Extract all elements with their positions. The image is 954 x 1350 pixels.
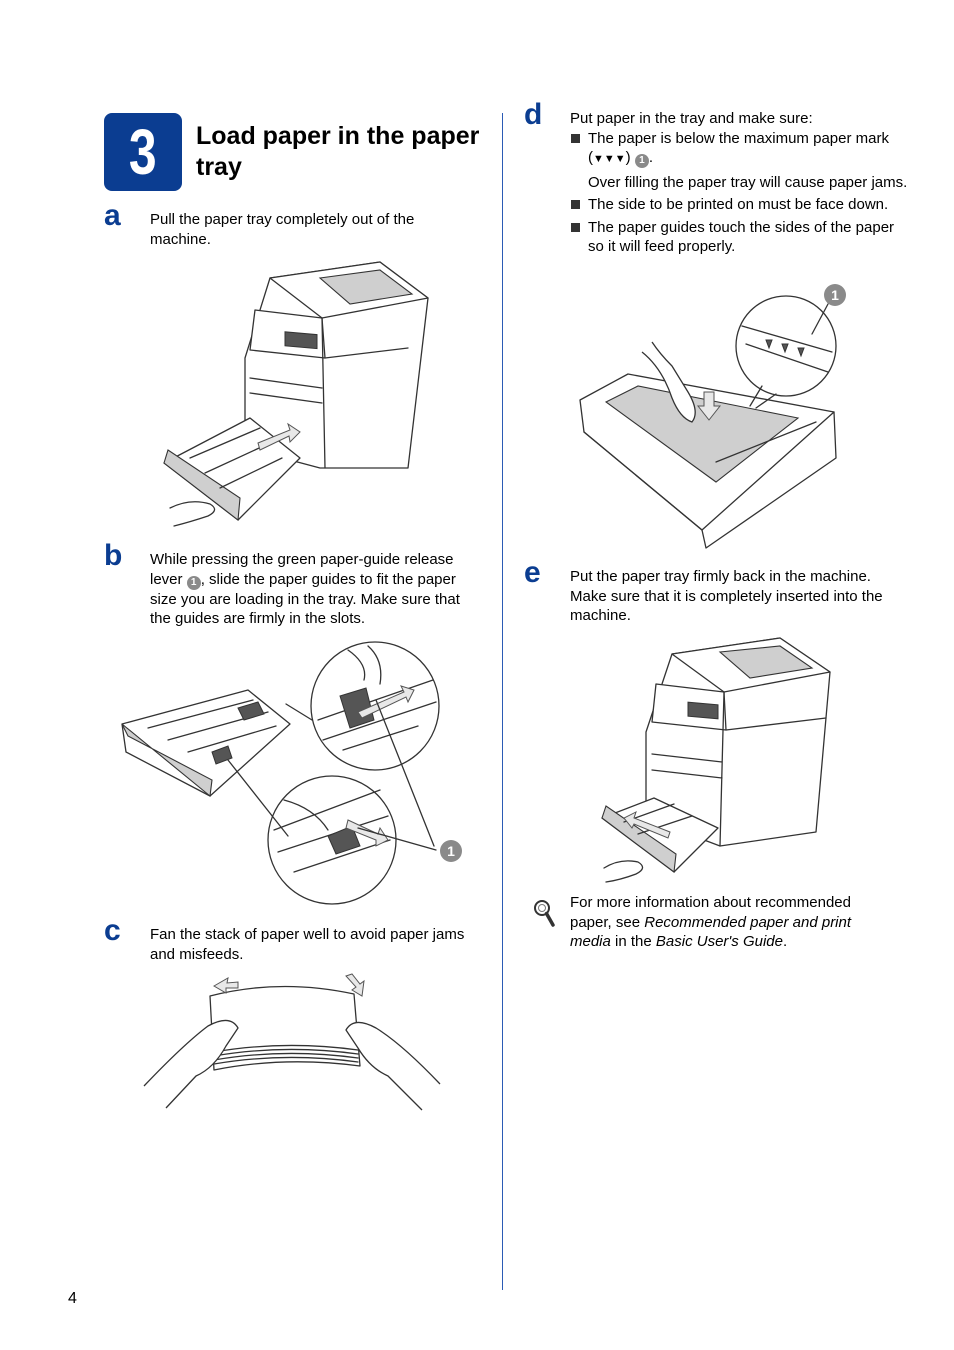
bullet1-note: Over filling the paper tray will cause p… — [588, 173, 908, 191]
substep-d-block: Put paper in the tray and make sure: The… — [570, 109, 910, 260]
note-text-part2: in the — [610, 933, 656, 950]
bullet-face-down: The side to be printed on must be face d… — [570, 195, 910, 215]
page-number: 4 — [68, 1290, 77, 1307]
substep-letter-a: a — [104, 199, 121, 232]
substep-a-text: Pull the paper tray completely out of th… — [150, 211, 415, 248]
magnifier-icon — [534, 900, 555, 927]
note-link-recommended-paper: Recommended paper and print media — [570, 913, 852, 951]
note-text-part3: . — [782, 933, 788, 950]
printer-tray-in-illustration — [601, 637, 831, 883]
note-text-part1: For more information about recommended p… — [570, 894, 851, 931]
note-link-basic-users-guide: Basic User's Guide — [655, 933, 783, 950]
substep-b-text-part2: , slide the paper guides to fit the pape… — [150, 570, 460, 628]
note-text: For more information about recommended p… — [570, 893, 890, 952]
substep-letter-e: e — [524, 556, 541, 589]
callout-1-label-d: 1 — [831, 287, 839, 303]
callout-1-badge-d: 1 — [634, 154, 649, 168]
substep-d-intro: Put paper in the tray and make sure: — [570, 110, 813, 127]
substep-letter-d: d — [524, 98, 543, 131]
substep-letter-b: b — [104, 539, 123, 572]
column-divider — [502, 113, 503, 1290]
callout-1-label: 1 — [447, 843, 455, 859]
paper-in-tray-illustration: 1 — [579, 284, 846, 549]
paper-guide-illustration: 1 — [121, 641, 462, 905]
substep-c-text: Fan the stack of paper well to avoid pap… — [150, 926, 465, 963]
step-number-badge: 3 — [104, 113, 182, 191]
substep-letter-c: c — [104, 914, 121, 947]
printer-tray-out-illustration — [163, 261, 429, 527]
bullet1-text-part2: ) — [625, 149, 635, 166]
substep-b-text: While pressing the green paper-guide rel… — [150, 550, 480, 629]
bullet1-text-part3: . — [648, 149, 654, 166]
bullet-guides-touch: The paper guides touch the sides of the … — [570, 218, 910, 257]
max-paper-mark-glyph: ▼▼▼ — [593, 153, 626, 165]
substep-e-text: Put the paper tray firmly back in the ma… — [570, 568, 883, 624]
step-number: 3 — [129, 116, 157, 188]
substep-b-text-part1: While pressing the green paper-guide rel… — [150, 551, 454, 588]
fanning-paper-illustration — [143, 973, 441, 1111]
callout-1-badge: 1 — [186, 575, 201, 590]
bullet-max-mark: The paper is below the maximum paper mar… — [570, 129, 910, 193]
page-title: Load paper in the paper tray — [196, 122, 480, 181]
substep-d-bullet-list: The paper is below the maximum paper mar… — [570, 129, 910, 257]
bullet1-text-part1: The paper is below the maximum paper mar… — [588, 129, 889, 167]
